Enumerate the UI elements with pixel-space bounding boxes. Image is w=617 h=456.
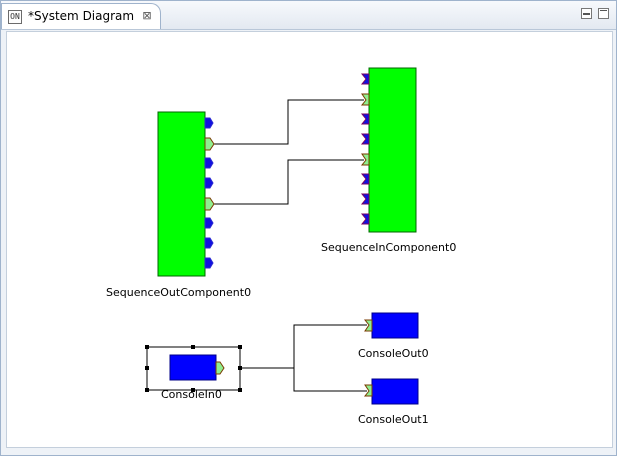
- connections: [210, 99, 367, 392]
- selection-handles: [145, 345, 242, 392]
- diagram-icon: ON: [8, 10, 22, 24]
- outport-icon[interactable]: [204, 197, 215, 211]
- outport-icon[interactable]: [204, 257, 214, 269]
- inport-icon[interactable]: [360, 133, 370, 145]
- outport-icon[interactable]: [215, 361, 225, 375]
- inport-icon[interactable]: [363, 384, 373, 397]
- outport-icon[interactable]: [204, 177, 214, 189]
- component-label: SequenceOutComponent0: [106, 286, 252, 299]
- resize-handle[interactable]: [191, 345, 195, 349]
- component-label: ConsoleIn0: [161, 388, 222, 401]
- component-consoleout1[interactable]: [371, 378, 419, 405]
- editor-tab-bar: ON *System Diagram ⊠: [1, 1, 616, 30]
- connection-line[interactable]: [240, 324, 367, 369]
- component-sequenceoutcomponent0[interactable]: [157, 111, 206, 277]
- diagram-canvas[interactable]: SequenceOutComponent0 SequenceInComponen…: [6, 31, 613, 448]
- outport-icon[interactable]: [204, 237, 214, 249]
- inport-icon[interactable]: [360, 93, 370, 106]
- connection-line[interactable]: [210, 99, 364, 145]
- resize-handle[interactable]: [145, 388, 149, 392]
- connection-line[interactable]: [293, 368, 367, 392]
- outport-icon[interactable]: [204, 137, 215, 151]
- resize-handle[interactable]: [238, 345, 242, 349]
- inport-icon[interactable]: [363, 319, 373, 332]
- tab-title: *System Diagram: [28, 9, 135, 23]
- sequenceout-ports: [204, 117, 215, 269]
- inport-icon[interactable]: [360, 213, 370, 225]
- maximize-icon[interactable]: [598, 8, 609, 19]
- component-label: ConsoleOut1: [358, 413, 429, 426]
- outport-icon[interactable]: [204, 217, 214, 229]
- inport-icon[interactable]: [360, 173, 370, 185]
- sequencein-ports: [360, 73, 370, 225]
- resize-handle[interactable]: [145, 345, 149, 349]
- tab-system-diagram[interactable]: ON *System Diagram ⊠: [1, 3, 161, 29]
- component-sequenceincomponent0[interactable]: [368, 67, 417, 233]
- connection-line[interactable]: [210, 159, 364, 205]
- resize-handle[interactable]: [238, 388, 242, 392]
- diagram-svg: [145, 67, 419, 405]
- outport-icon[interactable]: [204, 117, 214, 129]
- inport-icon[interactable]: [360, 193, 370, 205]
- inport-icon[interactable]: [360, 113, 370, 125]
- inport-icon[interactable]: [360, 73, 370, 85]
- resize-handle[interactable]: [238, 366, 242, 370]
- component-consoleout0[interactable]: [371, 312, 419, 339]
- resize-handle[interactable]: [145, 366, 149, 370]
- component-consolein0[interactable]: [169, 354, 217, 381]
- outport-icon[interactable]: [204, 157, 214, 169]
- close-icon[interactable]: ⊠: [142, 9, 152, 22]
- minimize-icon[interactable]: [581, 8, 592, 19]
- component-label: ConsoleOut0: [358, 347, 429, 360]
- resize-handle[interactable]: [191, 388, 195, 392]
- inport-icon[interactable]: [360, 153, 370, 166]
- component-label: SequenceInComponent0: [321, 241, 457, 254]
